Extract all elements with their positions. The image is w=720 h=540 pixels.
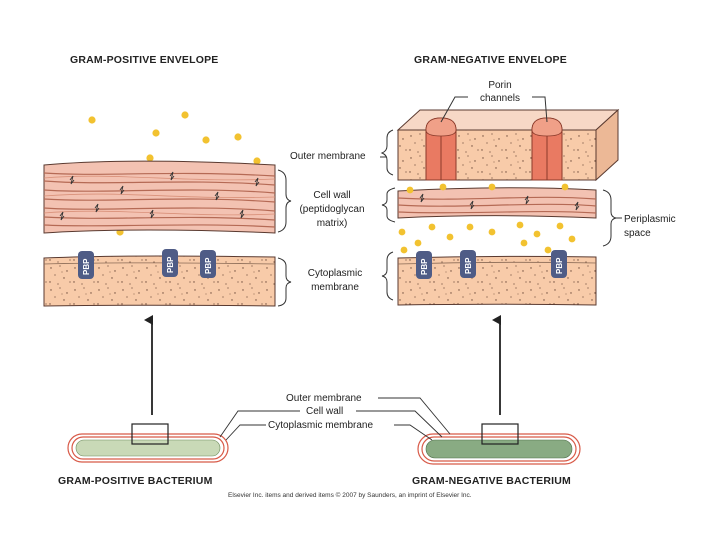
gram-negative-dots <box>398 183 576 254</box>
porin-channel-2 <box>531 117 563 181</box>
porin-label-line2: channels <box>480 93 520 104</box>
bottom-cell-wall-label: Cell wall <box>306 406 343 417</box>
svg-text:PBP: PBP <box>166 256 175 273</box>
gram-negative-bacterium <box>417 423 581 465</box>
svg-text:PBP: PBP <box>464 257 473 274</box>
copyright-caption: Elsevier Inc. items and derived items © … <box>228 491 472 499</box>
gram-negative-envelope-title: GRAM-NEGATIVE ENVELOPE <box>414 54 567 66</box>
gram-positive-pbp-3: PBP <box>200 250 216 278</box>
periplasmic-label-line2: space <box>624 228 651 239</box>
periplasmic-brace <box>602 189 622 247</box>
svg-text:PBP: PBP <box>82 258 91 275</box>
gram-positive-cytoplasmic-membrane <box>43 255 276 307</box>
gram-negative-pbp-1: PBP <box>416 251 432 279</box>
cell-wall-label-line2: (peptidoglycan <box>299 204 364 215</box>
cell-wall-label-line1: Cell wall <box>313 190 350 201</box>
outer-membrane-label: Outer membrane <box>290 151 366 162</box>
porin-leader-lines <box>440 96 548 123</box>
svg-text:PBP: PBP <box>420 258 429 275</box>
porin-channel-1 <box>425 117 457 181</box>
gram-negative-pbp-3: PBP <box>551 250 567 278</box>
gram-positive-cell-wall <box>43 160 276 234</box>
svg-text:PBP: PBP <box>555 257 564 274</box>
bottom-leader-lines <box>219 397 451 441</box>
gram-positive-bacterium <box>67 423 229 463</box>
cell-wall-label-line3: matrix) <box>317 218 348 229</box>
gram-negative-pbp-2: PBP <box>460 250 476 278</box>
cytoplasmic-membrane-label-line2: membrane <box>311 282 359 293</box>
gram-negative-bacterium-title: GRAM-NEGATIVE BACTERIUM <box>412 475 571 487</box>
gram-positive-envelope-title: GRAM-POSITIVE ENVELOPE <box>70 54 219 66</box>
periplasmic-label-line1: Periplasmic <box>624 214 676 225</box>
center-braces <box>277 129 396 307</box>
bottom-outer-membrane-label: Outer membrane <box>286 393 362 404</box>
cytoplasmic-membrane-label-line1: Cytoplasmic <box>308 268 362 279</box>
gram-positive-pbp-2: PBP <box>162 249 178 277</box>
porin-label-line1: Porin <box>488 80 511 91</box>
bottom-cytoplasmic-membrane-label: Cytoplasmic membrane <box>268 420 373 431</box>
svg-text:PBP: PBP <box>204 257 213 274</box>
gram-negative-cell-wall <box>397 187 597 219</box>
gram-positive-pbp-1: PBP <box>78 251 94 279</box>
gram-positive-bacterium-title: GRAM-POSITIVE BACTERIUM <box>58 475 213 487</box>
